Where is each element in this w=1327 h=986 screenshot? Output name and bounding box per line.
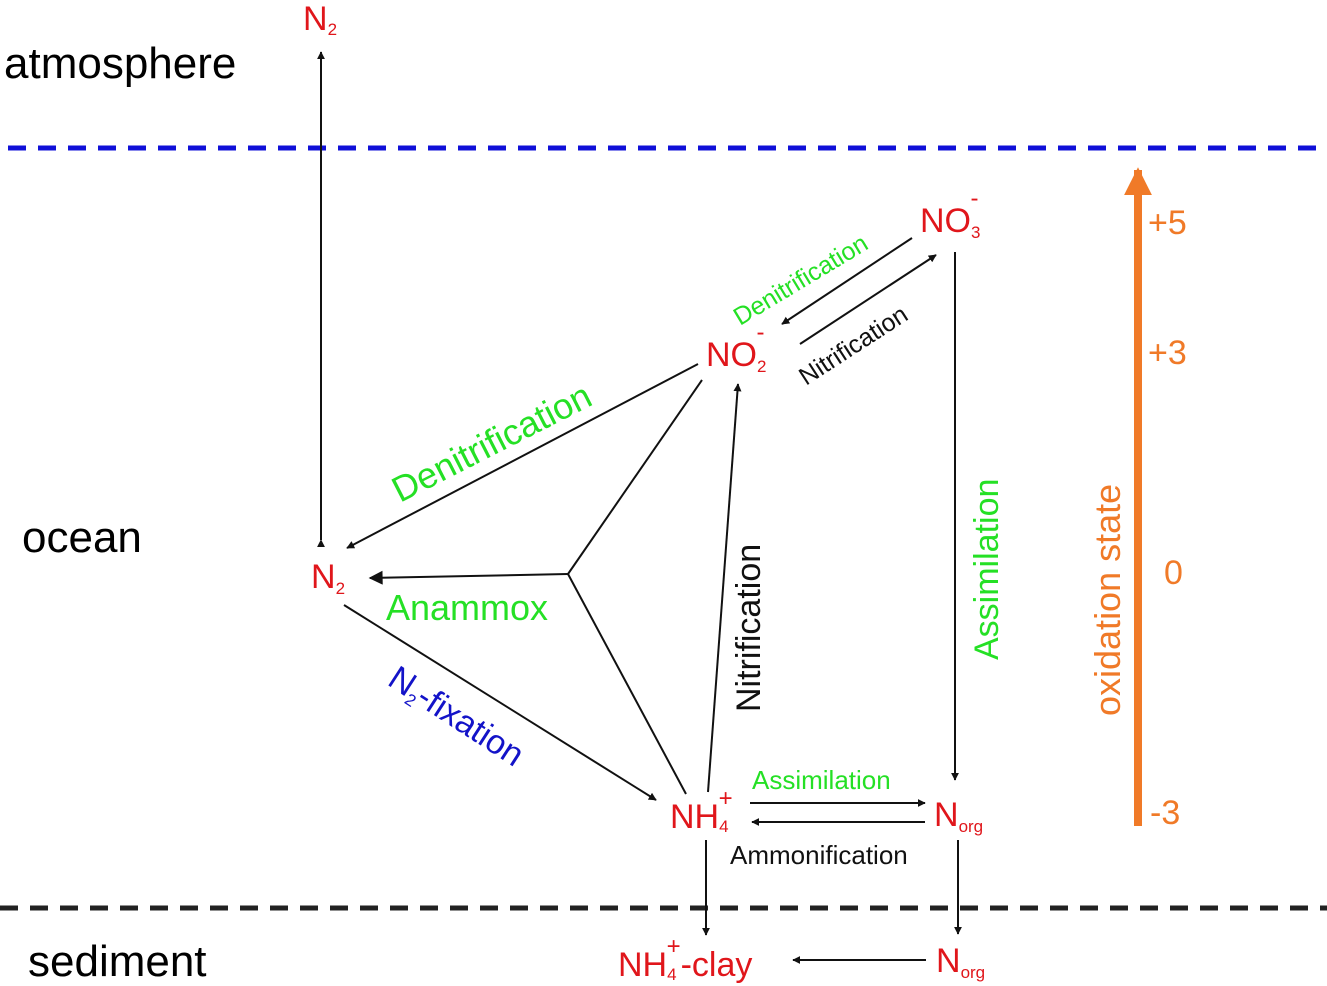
- species-nh4: NH4+: [670, 785, 733, 836]
- species-n2-atmosphere: N2: [303, 0, 337, 39]
- arrow-nh4-to-no2: [707, 383, 742, 793]
- arrow-no3-to-no2: [781, 237, 913, 325]
- species-norg-sediment: Norg: [936, 942, 985, 982]
- process-label-nitrification-no2-no3: Nitrification: [794, 300, 913, 391]
- process-label-denitrification-no3-no2: Denitrification: [729, 229, 873, 331]
- zone-label-atmosphere: atmosphere: [4, 39, 236, 88]
- oxidation-tick-minus3: -3: [1150, 794, 1180, 832]
- process-label-denitrification-no2-n2: Denitrification: [385, 375, 598, 511]
- species-no2: NO2-: [706, 319, 766, 376]
- oxidation-state-label: oxidation state: [1087, 484, 1128, 716]
- zone-label-sediment: sediment: [28, 937, 207, 986]
- species-n2-ocean: N2: [311, 558, 345, 598]
- anammox-branch-from-nh4: [567, 573, 687, 795]
- anammox-branch-from-no2: [567, 379, 703, 575]
- zone-label-ocean: ocean: [22, 513, 142, 562]
- process-label-assimilation-nh4-norg: Assimilation: [752, 765, 891, 795]
- process-label-ammonification: Ammonification: [730, 840, 908, 870]
- process-label-nitrification-nh4-no2: Nitrification: [730, 544, 768, 712]
- arrow-no2-to-no3: [799, 254, 937, 345]
- arrow-no2-to-n2: [346, 363, 699, 549]
- species-nh4-clay: NH4+-clay: [618, 933, 752, 984]
- process-label-anammox: Anammox: [386, 587, 548, 628]
- process-label-assimilation-no3-norg: Assimilation: [968, 479, 1006, 660]
- arrow-anammox-to-n2: [368, 570, 569, 585]
- oxidation-tick-plus3: +3: [1148, 334, 1187, 372]
- species-norg-ocean: Norg: [934, 796, 983, 836]
- arrow-n2-to-nh4: [343, 604, 657, 801]
- oxidation-tick-zero: 0: [1164, 554, 1183, 592]
- oxidation-tick-plus5: +5: [1148, 204, 1187, 242]
- species-no3: NO3-: [920, 185, 980, 242]
- process-label-n2-fixation: N2-fixation: [381, 659, 531, 776]
